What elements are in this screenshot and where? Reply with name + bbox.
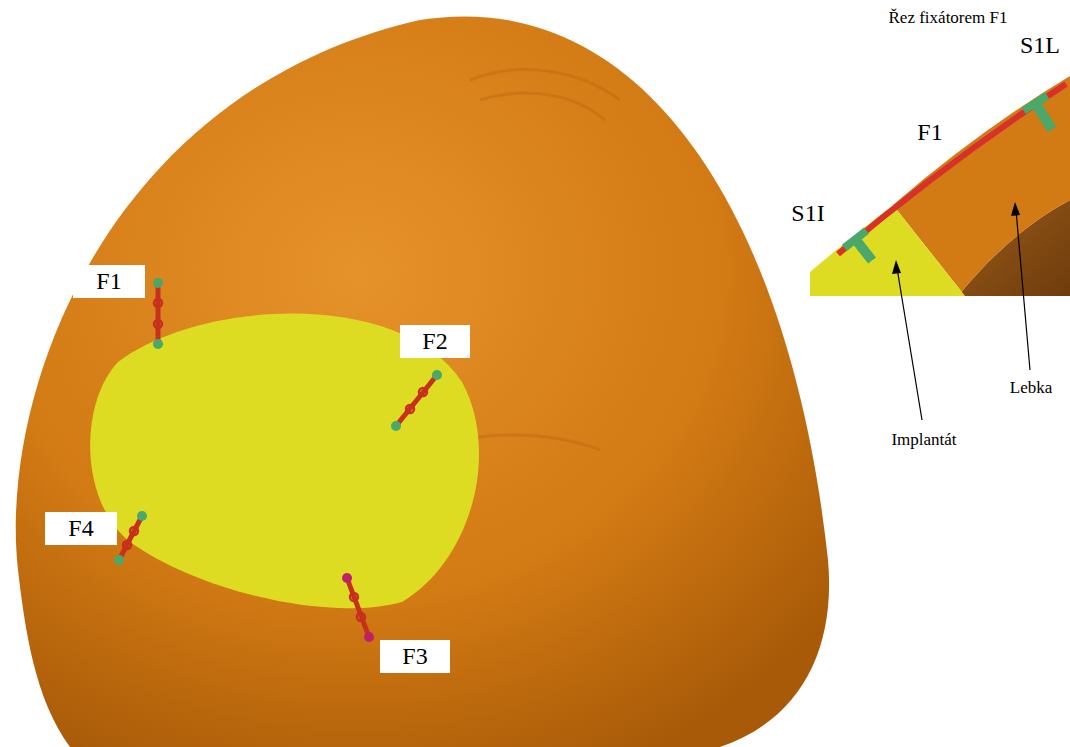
screw-s1i — [842, 227, 883, 269]
part-label: F1 — [917, 119, 942, 145]
screw-s1l — [1021, 92, 1063, 137]
part-label: S1I — [791, 200, 824, 226]
leader-line — [897, 268, 922, 420]
leader-arrowhead — [892, 260, 901, 274]
fixator-name: F3 — [402, 643, 427, 670]
leader-arrowhead — [1011, 202, 1020, 216]
part-label: S1L — [1020, 32, 1060, 58]
fixator-name: F2 — [422, 328, 447, 355]
section-inset — [810, 76, 1070, 420]
fixator-name: F1 — [96, 268, 121, 295]
fixator-f4 — [114, 511, 147, 565]
part-label: Implantát — [891, 431, 956, 450]
part-label: Lebka — [1010, 379, 1052, 398]
fixator-f1 — [153, 278, 163, 349]
fixator-label-box: F1 — [73, 265, 145, 298]
skull-surface — [16, 16, 829, 747]
fixator-label-box: F4 — [45, 512, 117, 545]
inset-heading: Řez fixátorem F1 — [889, 9, 1008, 28]
fixator-label-box: F3 — [380, 640, 450, 673]
fixator-name: F4 — [68, 515, 93, 542]
fixator-f2 — [391, 370, 442, 431]
implant-surface — [90, 313, 479, 608]
fixator-f3 — [342, 573, 374, 642]
leader-line — [1016, 210, 1030, 370]
fixator-label-box: F2 — [400, 325, 470, 358]
fixator-plate — [838, 84, 1066, 254]
implant-section — [810, 205, 965, 296]
